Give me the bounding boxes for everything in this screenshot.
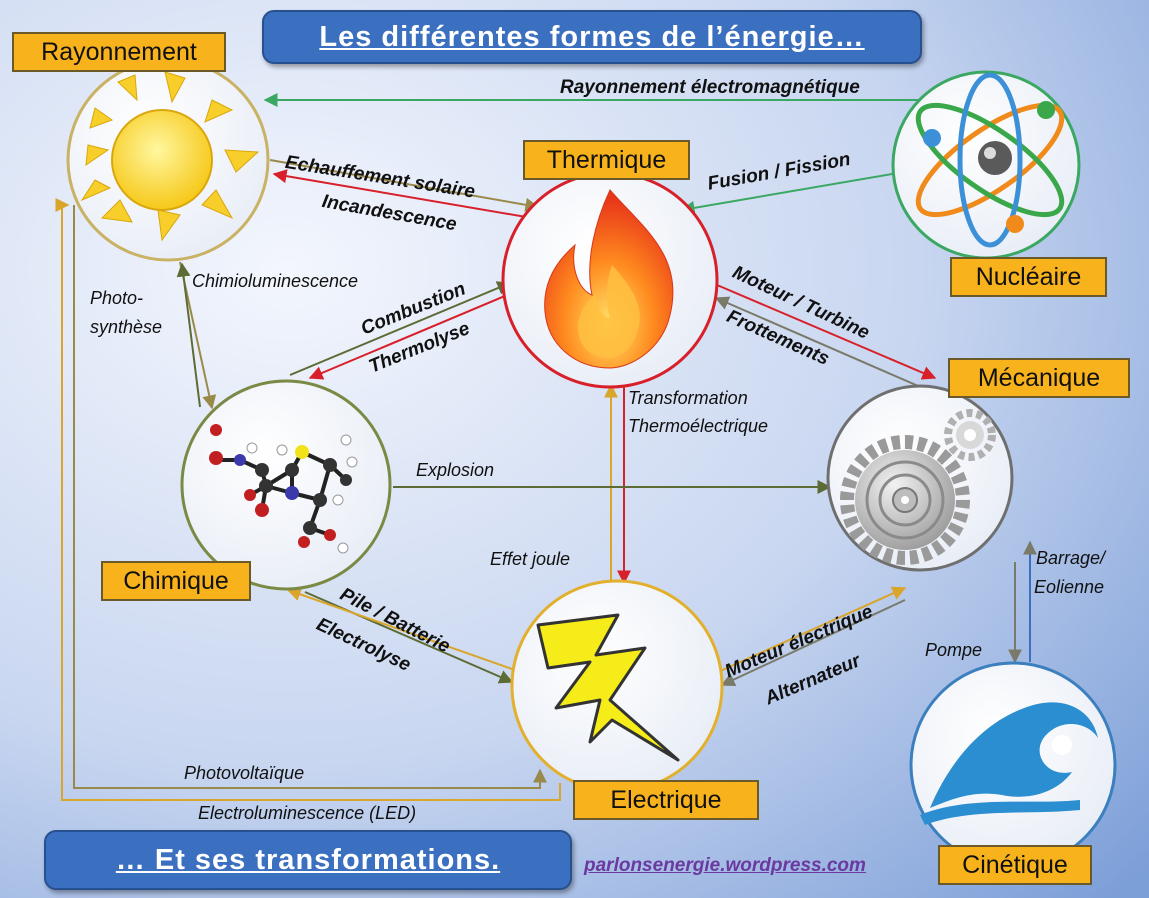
arrow-thermique-chimique [308, 292, 513, 380]
arrow-rayonnement-thermique [269, 159, 540, 212]
sun-icon [80, 71, 260, 242]
edge-rayonnement-electromagnetique: Rayonnement électromagnétique [560, 77, 860, 98]
edge-effet-joule: Effet joule [490, 549, 571, 569]
arrow-chimique-thermique [289, 281, 512, 376]
arrow-mecanique-electrique [720, 599, 906, 687]
subtitle: … Et ses transformations. [44, 830, 572, 890]
edge-synthese: synthèse [90, 317, 163, 337]
arrow-rayonnement-electrique [73, 205, 547, 789]
wave-icon [920, 702, 1098, 825]
arrow-mecanique-thermique [714, 296, 933, 393]
arrow-chimique-electrique [304, 591, 514, 684]
edge-photo: Photo- [90, 288, 144, 308]
circle-chimique [180, 379, 392, 591]
main-title: Les différentes formes de l’énergie… [262, 10, 922, 64]
atom-icon [915, 72, 1065, 248]
arrow-electrique-rayonnement [55, 198, 561, 801]
gears-icon [840, 409, 996, 565]
arrows [55, 93, 1037, 801]
arrow-nucleaire-thermique [680, 172, 899, 215]
label-mecanique: Mécanique [948, 358, 1130, 398]
label-cinetique: Cinétique [938, 845, 1092, 885]
edge-electroluminescence: Electroluminescence (LED) [198, 803, 417, 823]
label-rayonnement: Rayonnement [12, 32, 226, 72]
flame-icon [544, 189, 674, 369]
label-chimique: Chimique [101, 561, 251, 601]
site-link[interactable]: parlonsenergie.wordpress.com [584, 855, 866, 876]
edge-photovoltaique: Photovoltaïque [184, 763, 305, 783]
arrow-electrique-mecanique [717, 586, 907, 673]
molecule-icon [209, 424, 358, 554]
label-nucleaire: Nucléaire [950, 257, 1107, 297]
edge-transformation: Transformation [628, 388, 748, 408]
edge-thermoelectrique: Thermoélectrique [628, 416, 769, 436]
edge-eolienne: Eolienne [1034, 577, 1105, 597]
arrow-thermique-rayonnement [272, 169, 533, 219]
arrow-electrique-chimique [286, 587, 513, 670]
arrow-chimique-rayonnement [176, 262, 201, 408]
label-thermique: Thermique [523, 140, 690, 180]
label-electrique: Electrique [573, 780, 759, 820]
edge-pompe: Pompe [925, 640, 983, 660]
edge-barrage: Barrage/ [1036, 548, 1106, 568]
edge-explosion: Explosion [416, 460, 495, 480]
edge-chimioluminescence: Chimioluminescence [192, 271, 359, 291]
arrow-thermique-mecanique [716, 284, 937, 380]
lightning-icon [536, 613, 680, 762]
